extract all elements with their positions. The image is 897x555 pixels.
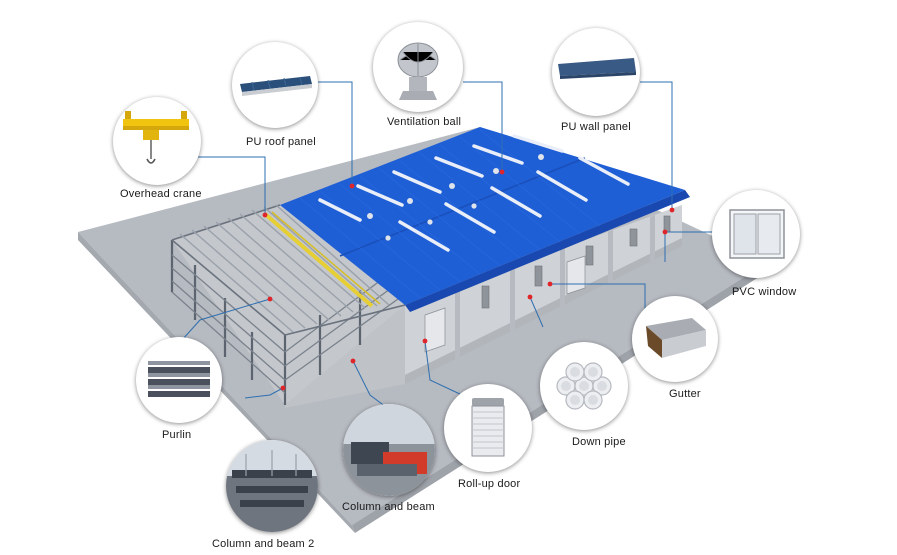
ventilator-icon bbox=[397, 42, 439, 100]
purlin-callout bbox=[136, 337, 222, 423]
window-icon bbox=[729, 209, 785, 259]
gutter-label: Gutter bbox=[669, 388, 701, 400]
gutter-icon bbox=[646, 318, 706, 358]
column-and-beam-2-callout bbox=[226, 440, 318, 532]
roof-right-slope bbox=[405, 190, 690, 312]
pvc-window-label: PVC window bbox=[732, 286, 797, 298]
overhead-crane-icon bbox=[123, 111, 189, 164]
column-and-beam-callout bbox=[343, 404, 435, 496]
purlin-label: Purlin bbox=[162, 429, 192, 441]
pipes-icon bbox=[556, 362, 612, 410]
wall-panel-icon bbox=[558, 58, 636, 79]
ventilation-ball-callout bbox=[373, 22, 463, 112]
down-pipe-callout bbox=[540, 342, 628, 430]
down-pipe-label: Down pipe bbox=[572, 436, 626, 448]
callout-markers bbox=[262, 169, 675, 391]
pu-wall-panel-label: PU wall panel bbox=[561, 121, 631, 133]
steel-beams-icon bbox=[343, 404, 435, 496]
pu-wall-panel-callout bbox=[552, 28, 640, 116]
overhead-crane-callout bbox=[113, 97, 201, 185]
purlin-icon bbox=[148, 361, 210, 397]
pvc-window-callout bbox=[712, 190, 800, 278]
gutter-callout bbox=[632, 296, 718, 382]
ventilation-ball-label: Ventilation ball bbox=[387, 116, 462, 128]
overhead-crane-label: Overhead crane bbox=[120, 188, 202, 200]
crane-beam bbox=[263, 212, 374, 308]
roof-left-slope bbox=[280, 127, 685, 305]
column-and-beam-2-label: Column and beam 2 bbox=[212, 538, 315, 550]
roof-panel-icon bbox=[240, 76, 312, 96]
rollup-door-icon bbox=[471, 398, 505, 457]
roll-up-door-callout bbox=[444, 384, 532, 472]
pu-roof-panel-callout bbox=[232, 42, 318, 128]
steel-structure-icon bbox=[226, 440, 318, 532]
roll-up-door-label: Roll-up door bbox=[458, 478, 521, 490]
column-and-beam-label: Column and beam bbox=[342, 501, 435, 513]
end-wall bbox=[285, 305, 405, 408]
pu-roof-panel-label: PU roof panel bbox=[246, 136, 316, 148]
